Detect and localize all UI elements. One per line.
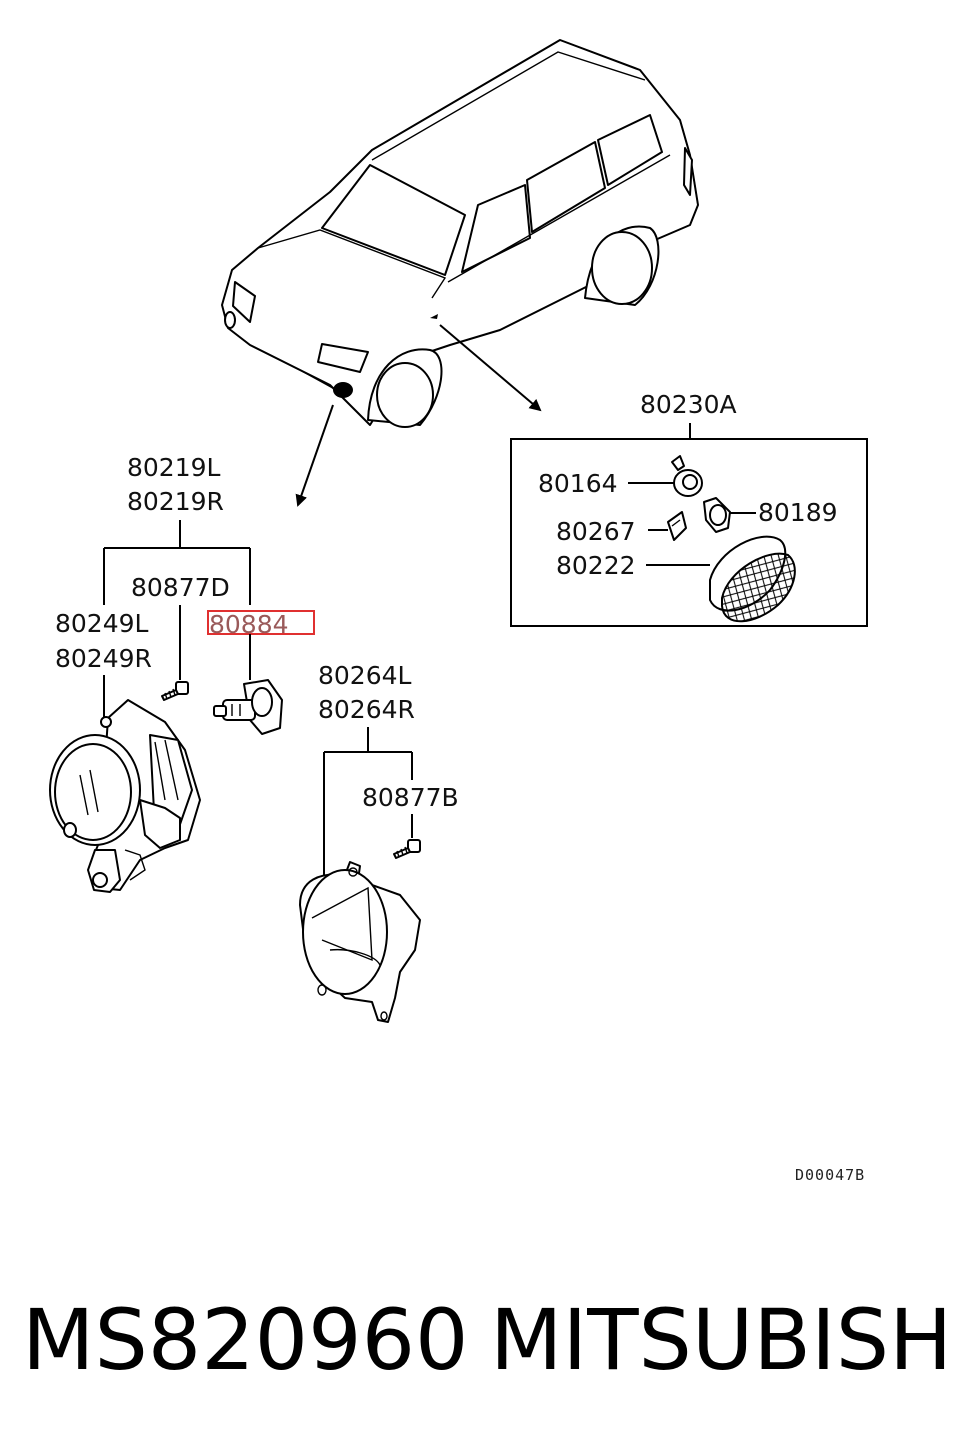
vehicle-illustration xyxy=(221,39,699,428)
label-80877d[interactable]: 80877D xyxy=(131,573,230,602)
diagram-code: D00047B xyxy=(795,1166,865,1184)
gasket-80267 xyxy=(667,511,687,541)
footer: MS820960 MITSUBISHI xyxy=(0,1290,960,1390)
label-80264r[interactable]: 80264R xyxy=(318,695,415,724)
label-80164[interactable]: 80164 xyxy=(538,469,618,498)
label-80230a[interactable]: 80230A xyxy=(640,390,737,419)
label-80884[interactable]: 80884 xyxy=(209,610,289,639)
bulb-80884 xyxy=(213,679,283,735)
screw-80877b xyxy=(393,839,421,859)
arrow-side-marker xyxy=(439,324,542,412)
label-80249l[interactable]: 80249L xyxy=(55,609,149,638)
bezel-80264 xyxy=(299,861,421,1023)
part-number: MS820960 xyxy=(22,1291,469,1389)
tree-bracket-80219 xyxy=(103,520,251,605)
label-80222[interactable]: 80222 xyxy=(556,551,636,580)
label-80189[interactable]: 80189 xyxy=(758,498,838,527)
label-80249r[interactable]: 80249R xyxy=(55,644,152,673)
side-marker-assembly-box xyxy=(510,438,868,627)
arrow-fog-lamp xyxy=(295,404,334,507)
fog-lamp-80249 xyxy=(49,699,201,893)
label-80267[interactable]: 80267 xyxy=(556,517,636,546)
selected-part-highlight xyxy=(207,610,315,635)
screw-80877d xyxy=(161,681,189,701)
label-80877b[interactable]: 80877B xyxy=(362,783,459,812)
lens-80222 xyxy=(709,535,796,623)
bulb-80189 xyxy=(703,497,731,533)
label-80219l[interactable]: 80219L xyxy=(127,453,221,482)
label-80219r[interactable]: 80219R xyxy=(127,487,224,516)
brand-name: MITSUBISHI xyxy=(490,1291,960,1389)
tree-bracket-80264 xyxy=(323,727,413,875)
label-80264l[interactable]: 80264L xyxy=(318,661,412,690)
socket-80164 xyxy=(671,455,703,497)
